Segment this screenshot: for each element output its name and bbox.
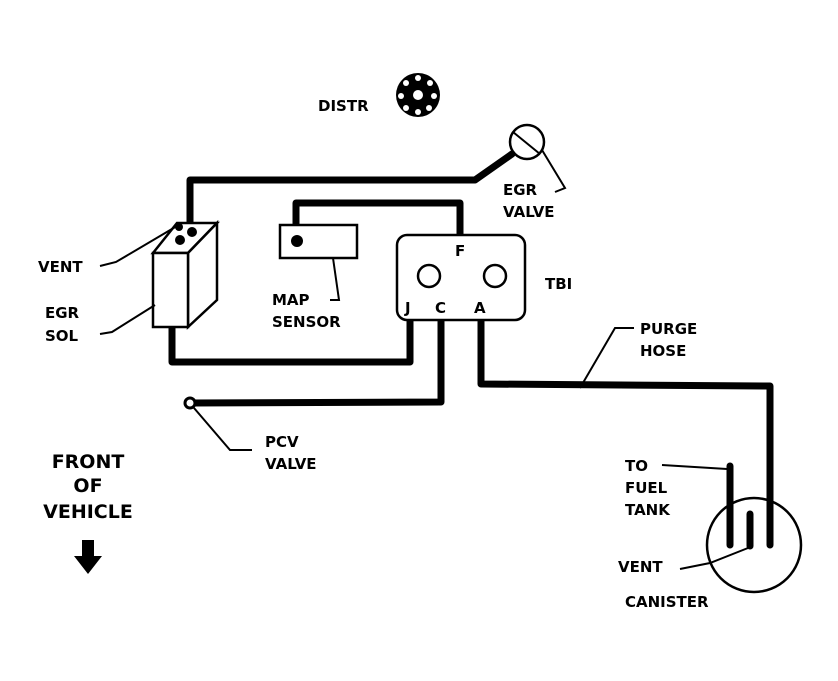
port-f-label: F xyxy=(455,242,465,260)
pcv-valve-icon xyxy=(183,396,197,410)
egr-sol-leader xyxy=(99,304,156,335)
egr-sol-label-2: SOL xyxy=(45,327,79,345)
vent-canister-leader xyxy=(679,547,749,570)
map-sensor-label-1: MAP xyxy=(272,291,310,309)
canister-icon xyxy=(705,496,803,594)
purge-hose xyxy=(477,316,774,549)
distr-label: DISTR xyxy=(318,97,369,115)
port-j-label: J xyxy=(404,299,411,317)
pcv-valve-leader xyxy=(193,407,252,451)
egr-sol-hose xyxy=(168,316,414,366)
port-a-label: A xyxy=(474,299,486,317)
front-label-3: VEHICLE xyxy=(43,501,133,523)
distributor-icon xyxy=(396,73,440,117)
egr-valve-hose xyxy=(186,150,516,234)
to-fuel-tank-label-3: TANK xyxy=(625,501,671,519)
map-sensor-leader xyxy=(330,257,341,301)
purge-hose-label-1: PURGE xyxy=(640,320,697,338)
canister-label: CANISTER xyxy=(625,593,709,611)
to-fuel-tank-label-1: TO xyxy=(625,457,648,475)
tbi-label: TBI xyxy=(545,275,572,293)
port-c-label: C xyxy=(435,299,446,317)
egr-sol-label-1: EGR xyxy=(45,304,80,322)
egr-valve-icon xyxy=(508,123,546,161)
pcv-hose xyxy=(188,316,445,407)
vent-canister-label: VENT xyxy=(618,558,663,576)
front-label-2: OF xyxy=(73,475,102,497)
map-sensor-hose xyxy=(292,199,464,244)
purge-hose-label-2: HOSE xyxy=(640,342,686,360)
arrow-down-icon xyxy=(74,540,102,574)
purge-hose-leader xyxy=(579,327,634,389)
pcv-valve-label-2: VALVE xyxy=(265,455,317,473)
to-fuel-tank-label-2: FUEL xyxy=(625,479,668,497)
egr-solenoid-icon xyxy=(150,219,220,330)
pcv-valve-label-1: PCV xyxy=(265,433,299,451)
to-fuel-tank-leader xyxy=(661,464,728,470)
egr-valve-label-2: VALVE xyxy=(503,203,555,221)
tbi-icon xyxy=(395,233,527,322)
vent-left-label: VENT xyxy=(38,258,83,276)
front-label-1: FRONT xyxy=(52,451,125,473)
egr-valve-label-1: EGR xyxy=(503,181,538,199)
vent-left-leader xyxy=(99,225,178,267)
map-sensor-label-2: SENSOR xyxy=(272,313,341,331)
egr-valve-leader xyxy=(541,149,567,193)
